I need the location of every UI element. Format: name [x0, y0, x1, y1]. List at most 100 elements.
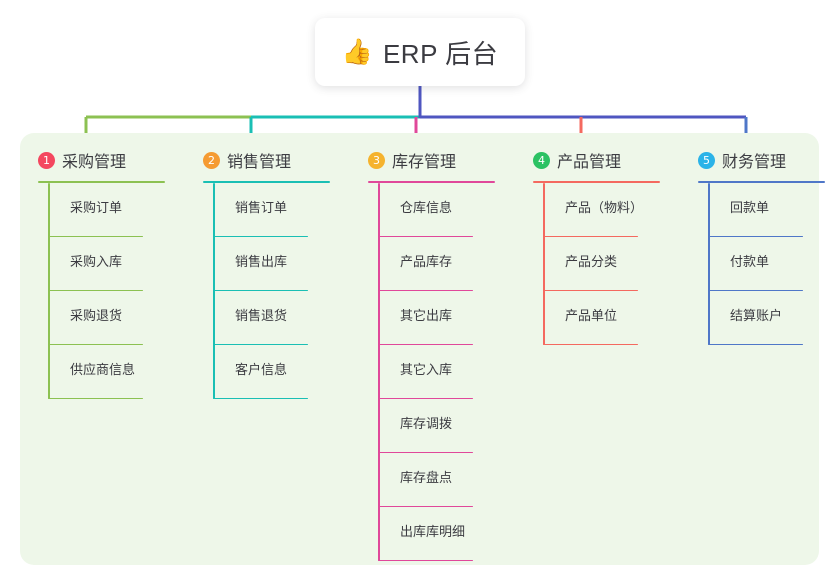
- submodule-label: 采购入库: [70, 253, 123, 269]
- module-title: 产品管理: [557, 154, 622, 171]
- submodule-label: 付款单: [730, 253, 770, 269]
- module-column: 4 产品管理产品（物料） 产品分类产品单位: [515, 145, 680, 345]
- module-underline: [203, 181, 330, 183]
- submodule-item[interactable]: 其它入库: [378, 345, 515, 399]
- submodule-label: 产品库存: [400, 253, 453, 269]
- submodule-item[interactable]: 其它出库: [378, 291, 515, 345]
- module-underline: [38, 181, 165, 183]
- submodule-list: 仓库信息产品库存其它出库其它入库库存调拨库存盘点出库库明细: [378, 183, 515, 561]
- submodule-underline: [213, 343, 308, 345]
- submodule-underline: [543, 235, 638, 237]
- submodule-item[interactable]: 销售出库: [213, 237, 350, 291]
- submodule-label: 结算账户: [730, 307, 783, 323]
- submodule-underline: [48, 343, 143, 345]
- submodule-label: 客户信息: [235, 361, 288, 377]
- module-underline: [698, 181, 825, 183]
- page-title: ERP 后台: [382, 38, 499, 69]
- module-column: 3 库存管理仓库信息产品库存其它出库其它入库库存调拨库存盘点出库库明细: [350, 145, 515, 561]
- module-title: 财务管理: [722, 154, 787, 171]
- submodule-item[interactable]: 付款单: [708, 237, 839, 291]
- submodule-label: 产品（物料）: [565, 199, 644, 215]
- submodule-label: 销售订单: [235, 199, 288, 215]
- submodule-underline: [708, 289, 803, 291]
- submodule-label: 回款单: [730, 199, 770, 215]
- submodule-list: 回款单付款单结算账户: [708, 183, 839, 345]
- submodule-item[interactable]: 客户信息: [213, 345, 350, 399]
- modules-panel: [20, 133, 819, 565]
- root-node[interactable]: 👍 ERP 后台: [315, 18, 525, 86]
- submodule-item[interactable]: 销售订单: [213, 183, 350, 237]
- submodule-item[interactable]: 产品（物料）: [543, 183, 680, 237]
- submodule-item[interactable]: 销售退货: [213, 291, 350, 345]
- module-index-badge: 4: [533, 151, 550, 169]
- submodule-list: 销售订单销售出库销售退货客户信息: [213, 183, 350, 399]
- module-index-badge: 5: [698, 151, 715, 169]
- submodule-item[interactable]: 供应商信息: [48, 345, 185, 399]
- module-index-badge: 3: [368, 151, 385, 169]
- submodule-label: 库存调拨: [400, 415, 453, 431]
- column-spine: [708, 183, 710, 345]
- submodule-item[interactable]: 仓库信息: [378, 183, 515, 237]
- submodule-label: 仓库信息: [400, 199, 453, 215]
- column-spine: [543, 183, 545, 345]
- submodule-item[interactable]: 产品库存: [378, 237, 515, 291]
- submodule-underline: [213, 397, 308, 399]
- module-header[interactable]: 3 库存管理: [350, 145, 515, 175]
- submodule-label: 采购订单: [70, 199, 123, 215]
- submodule-underline: [213, 289, 308, 291]
- submodule-item[interactable]: 出库库明细: [378, 507, 515, 561]
- submodule-underline: [48, 289, 143, 291]
- submodule-label: 销售出库: [235, 253, 288, 269]
- submodule-item[interactable]: 采购订单: [48, 183, 185, 237]
- module-index-badge: 2: [203, 151, 220, 169]
- submodule-item[interactable]: 回款单: [708, 183, 839, 237]
- submodule-label: 采购退货: [70, 307, 123, 323]
- submodule-item[interactable]: 采购退货: [48, 291, 185, 345]
- module-underline: [533, 181, 660, 183]
- thumbs-up-icon: 👍: [341, 37, 373, 66]
- submodule-label: 产品分类: [565, 253, 618, 269]
- module-title: 库存管理: [392, 154, 457, 171]
- submodule-underline: [378, 343, 473, 345]
- submodule-item[interactable]: 产品单位: [543, 291, 680, 345]
- submodule-label: 其它出库: [400, 307, 453, 323]
- module-header[interactable]: 1 采购管理: [20, 145, 185, 175]
- module-column: 2 销售管理销售订单销售出库销售退货客户信息: [185, 145, 350, 399]
- column-spine: [378, 183, 380, 561]
- column-spine: [48, 183, 50, 399]
- submodule-underline: [708, 235, 803, 237]
- module-header[interactable]: 2 销售管理: [185, 145, 350, 175]
- module-column: 1 采购管理采购订单采购入库采购退货供应商信息: [20, 145, 185, 399]
- module-header[interactable]: 4 产品管理: [515, 145, 680, 175]
- module-header[interactable]: 5 财务管理: [680, 145, 839, 175]
- submodule-label: 销售退货: [235, 307, 288, 323]
- submodule-underline: [378, 505, 473, 507]
- submodule-label: 供应商信息: [70, 361, 136, 377]
- submodule-underline: [378, 289, 473, 291]
- module-underline: [368, 181, 495, 183]
- module-title: 销售管理: [227, 154, 292, 171]
- submodule-label: 产品单位: [565, 307, 618, 323]
- submodule-underline: [378, 397, 473, 399]
- submodule-label: 出库库明细: [400, 523, 466, 539]
- submodule-label: 库存盘点: [400, 469, 453, 485]
- submodule-item[interactable]: 库存盘点: [378, 453, 515, 507]
- module-column: 5 财务管理回款单付款单结算账户: [680, 145, 839, 345]
- submodule-underline: [708, 343, 803, 345]
- submodule-item[interactable]: 产品分类: [543, 237, 680, 291]
- module-index-badge: 1: [38, 151, 55, 169]
- submodule-label: 其它入库: [400, 361, 453, 377]
- submodule-underline: [378, 451, 473, 453]
- submodule-underline: [213, 235, 308, 237]
- module-title: 采购管理: [62, 154, 127, 171]
- submodule-underline: [48, 235, 143, 237]
- submodule-underline: [378, 559, 473, 561]
- submodule-item[interactable]: 结算账户: [708, 291, 839, 345]
- column-spine: [213, 183, 215, 399]
- submodule-list: 产品（物料） 产品分类产品单位: [543, 183, 680, 345]
- submodule-item[interactable]: 采购入库: [48, 237, 185, 291]
- submodule-item[interactable]: 库存调拨: [378, 399, 515, 453]
- submodule-underline: [378, 235, 473, 237]
- submodule-underline: [543, 289, 638, 291]
